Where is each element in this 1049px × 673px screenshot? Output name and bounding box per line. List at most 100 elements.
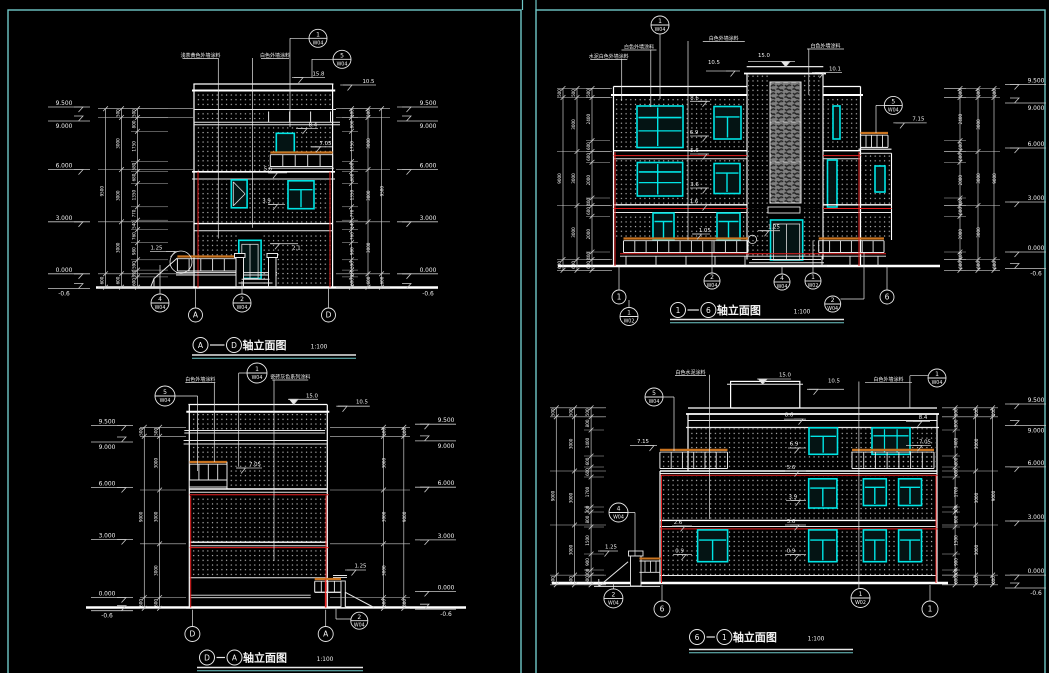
axis-letter: 1: [928, 605, 933, 614]
bl-level-marker: 9.000: [415, 435, 456, 450]
dim-text: 400: [586, 252, 591, 260]
dim-text: 3000: [366, 190, 371, 201]
tr-annex-window: [874, 165, 886, 193]
bl-material-label: 白色外墙涂料: [185, 376, 215, 383]
witness-lines: [330, 427, 410, 609]
drawing-polyline: [74, 273, 84, 280]
bl-level-marker: -0.6: [91, 605, 133, 620]
drawing-linework: [810, 435, 836, 453]
level-text: 3.000: [1028, 515, 1045, 521]
callout-number: 2: [240, 296, 244, 303]
callout-sheet: W04: [337, 61, 348, 67]
dim-text: 400: [586, 198, 591, 206]
tr-detail-callout: 1 W02: [804, 272, 822, 290]
tr-material-label: 白色外墙涂料: [807, 43, 844, 50]
dim-text: 600: [974, 576, 979, 584]
drawing-polyline: [402, 221, 412, 228]
level-text: 9.000: [438, 444, 455, 450]
note-text: 15.0: [779, 373, 792, 379]
dim-text: 600: [991, 576, 996, 584]
tr-level-marker: 9.500: [1005, 79, 1046, 90]
br-title: 6 1 轴立面图 1:100: [689, 629, 853, 654]
level-text: 9.000: [56, 124, 73, 130]
level-text: 9.000: [420, 124, 437, 130]
note-text: 7.05: [319, 141, 331, 147]
dim-text: 770: [132, 209, 137, 217]
callout-number: 5: [891, 99, 895, 106]
dim-text: 600: [380, 276, 385, 284]
level-text: 9.500: [1028, 398, 1045, 404]
dim-text: 3000: [154, 457, 159, 468]
drawing-polyline: [790, 524, 800, 531]
drawing-polyline: [781, 61, 791, 68]
dim-text: 600: [586, 261, 591, 269]
witness-lines: [140, 427, 186, 609]
level-text: 3.000: [1028, 196, 1045, 202]
callout-sheet: W04: [252, 375, 263, 381]
br-material-label: 白色外墙涂料: [865, 376, 912, 383]
level-text: 6.000: [438, 481, 455, 487]
dim-text: 1500: [585, 535, 590, 546]
drawing-circle: [689, 629, 705, 645]
dim-text: 500: [991, 408, 996, 416]
drawing-rect: [826, 159, 838, 208]
callout-sheet: W04: [827, 306, 838, 312]
wall-hatch: [661, 476, 936, 520]
note-text: 10.5: [362, 79, 374, 85]
tl-note: 8.4: [296, 123, 318, 135]
drawing-polyline: [289, 398, 299, 406]
tr-axis-bubble: 1: [611, 289, 627, 305]
material-label-text: 白色外墙涂料: [810, 43, 840, 50]
tr-1f-window-2: [716, 212, 741, 241]
br-note: 0.9: [785, 549, 806, 561]
callout-sheet: W04: [354, 623, 365, 629]
dim-text: 3000: [366, 138, 371, 149]
dim-text: 500: [154, 428, 159, 436]
tr-note: 1.6: [690, 199, 709, 211]
drawing-polyline: [913, 445, 923, 452]
dim-text: 540: [350, 221, 355, 229]
drawing-polyline: [402, 115, 412, 122]
dim-text: 500: [586, 89, 591, 97]
railing-balusters: [188, 258, 225, 271]
drawing-polyline: [117, 436, 127, 443]
bl-axis-bubble: A: [317, 626, 334, 642]
tl-level-marker: -0.6: [48, 283, 90, 298]
br-1f-window-4: [897, 529, 923, 563]
dim-text: 9500: [380, 186, 385, 197]
dim-text: 900: [585, 558, 590, 566]
callout-number: 4: [617, 506, 621, 513]
drawing-polyline: [311, 146, 322, 153]
drawing-linework: [770, 121, 801, 163]
drawing-circle: [670, 302, 686, 318]
drawing-circle: [199, 649, 215, 666]
bl-level-marker: 9.500: [91, 420, 133, 431]
level-text: 9.500: [420, 101, 437, 107]
br-axis-bubble: 6: [653, 600, 671, 618]
callout-sheet: W04: [655, 27, 666, 33]
porch-post-cap: [234, 253, 246, 258]
callout-number: 1: [859, 591, 863, 598]
drawing-polyline: [338, 405, 348, 412]
dim-text: 500: [350, 109, 355, 117]
drawing-linework: [159, 265, 243, 294]
tr-detail-callout: 1 W04: [650, 15, 670, 35]
drawing-polyline: [600, 550, 610, 557]
drawing-linework: [175, 372, 275, 561]
dim-text: 3000: [116, 138, 121, 149]
br-note: 5.6: [785, 465, 806, 477]
axis-letter: D: [326, 311, 332, 320]
dim-text: 600: [138, 599, 143, 607]
dim-text: 9000: [550, 490, 555, 501]
axis-letter: A: [323, 630, 329, 639]
drawing-rect: [874, 165, 886, 193]
note-text: 6.9: [690, 130, 699, 136]
drawing-polyline: [74, 115, 84, 122]
dim-text: 3000: [116, 242, 121, 253]
tl-material-label: 白色外墙涂料: [260, 52, 290, 59]
dim-text: 580: [132, 162, 137, 170]
witness-lines: [342, 108, 358, 288]
drawing-polyline: [347, 569, 357, 576]
callout-number: 2: [710, 274, 714, 281]
note-text: 3.9: [262, 198, 271, 204]
